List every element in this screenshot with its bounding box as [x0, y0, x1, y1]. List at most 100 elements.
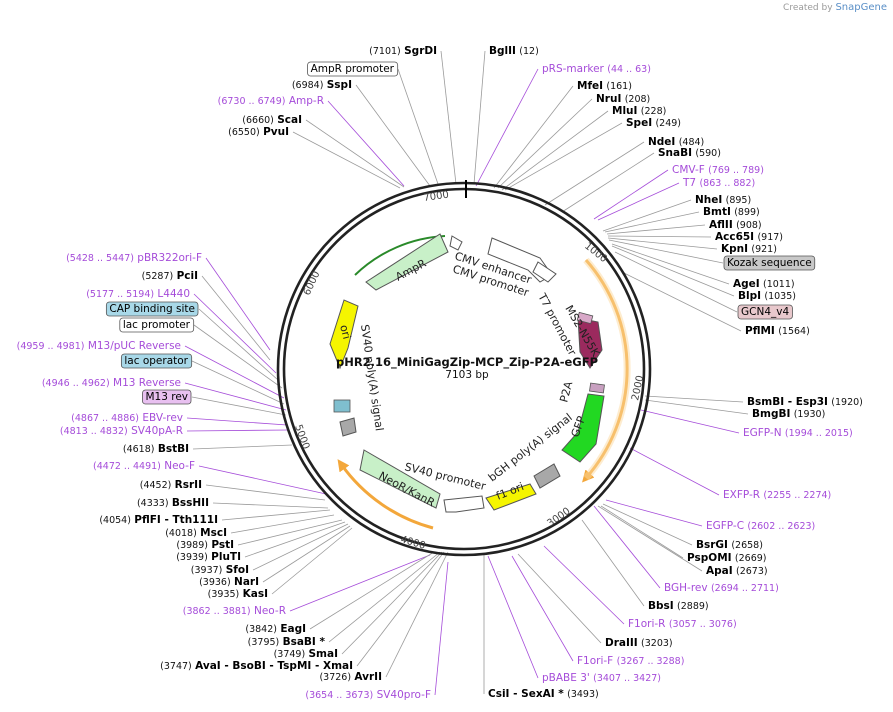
label-eagi[interactable]: (3842) EagI: [245, 623, 306, 635]
label-bglii[interactable]: BglII (12): [489, 45, 539, 57]
label-pvui[interactable]: (6550) PvuI: [228, 126, 289, 138]
label-bgh-rev[interactable]: BGH-rev (2694 .. 2711): [664, 582, 779, 594]
label-neo-f[interactable]: (4472 .. 4491) Neo-F: [93, 460, 195, 472]
feature-ampr-promoter[interactable]: [449, 235, 463, 251]
feature-gfp[interactable]: [561, 393, 605, 463]
feature-ms2-tag[interactable]: [576, 311, 594, 325]
label-f1ori-r[interactable]: F1ori-R (3057 .. 3076): [628, 618, 737, 630]
label-bsabi[interactable]: (3795) BsaBI *: [248, 636, 326, 648]
label-exfp-r[interactable]: EXFP-R (2255 .. 2274): [723, 489, 831, 501]
label-t7[interactable]: T7 (863 .. 882): [682, 177, 755, 189]
feature-lac-cluster[interactable]: [333, 399, 351, 413]
label-bsrgi[interactable]: BsrGI (2658): [696, 539, 763, 551]
label-prs-marker[interactable]: pRS-marker (44 .. 63): [542, 63, 651, 75]
feature-p2a[interactable]: [589, 382, 605, 394]
label-spei[interactable]: SpeI (249): [626, 117, 681, 129]
label-lac-promoter[interactable]: lac promoter: [123, 319, 191, 331]
feature-bgh-polya[interactable]: [533, 463, 561, 489]
label-pbabe-3[interactable]: pBABE 3' (3407 .. 3427): [542, 672, 661, 684]
label-box-cap-binding-site: [105, 301, 199, 317]
label-ampr-promoter[interactable]: AmpR promoter: [311, 63, 395, 75]
label-pbr322ori-f[interactable]: (5428 .. 5447) pBR322ori-F: [66, 252, 202, 264]
label-kasi[interactable]: (3935) KasI: [208, 588, 268, 600]
label-cmv-f[interactable]: CMV-F (769 .. 789): [672, 164, 764, 176]
label-pcii[interactable]: (5287) PciI: [142, 270, 198, 282]
label-apai[interactable]: ApaI (2673): [706, 565, 768, 577]
label-mlui[interactable]: MluI (228): [612, 105, 666, 117]
label-aflii[interactable]: AflII (908): [709, 219, 762, 231]
feature-f1ori[interactable]: [485, 483, 537, 511]
feature-ampr[interactable]: [365, 233, 449, 291]
label-avai-bsobi-tspmi-xmai[interactable]: (3747) AvaI - BsoBI - TspMI - XmaI: [160, 660, 353, 672]
tick-2000: 2000: [630, 374, 646, 401]
label-sspi[interactable]: (6984) SspI: [292, 79, 352, 91]
label-pflfi-tth111i[interactable]: (4054) PflFI - Tth111I: [99, 514, 218, 526]
leader-amp-r: [327, 100, 405, 187]
label-cap-binding-site[interactable]: CAP binding site: [109, 303, 195, 315]
label-kpni[interactable]: KpnI (921): [721, 243, 777, 255]
feature-cmv-promoter[interactable]: [532, 261, 557, 283]
label-position: (1994 .. 2015): [785, 428, 853, 439]
label-msci[interactable]: (4018) MscI: [165, 527, 227, 539]
label-name: PflMI: [745, 325, 775, 337]
label-draiii[interactable]: DraIII (3203): [605, 637, 673, 649]
label-pflmi[interactable]: PflMI (1564): [745, 325, 810, 337]
label-rsrii[interactable]: (4452) RsrII: [140, 479, 202, 491]
label-neo-r[interactable]: (3862 .. 3881) Neo-R: [183, 605, 286, 617]
label-sv40pro-f[interactable]: (3654 .. 3673) SV40pro-F: [305, 689, 431, 701]
label-kozak-sequence[interactable]: Kozak sequence: [727, 257, 812, 269]
leader-pluti: [244, 521, 346, 558]
label-pspomi[interactable]: PspOMI (2669): [687, 552, 767, 564]
label-nrui[interactable]: NruI (208): [596, 93, 650, 105]
label-bsshii[interactable]: (4333) BssHII: [137, 497, 209, 509]
label-blpi[interactable]: BlpI (1035): [738, 290, 796, 302]
label-position: (895): [726, 195, 752, 206]
leader-bsmbi-esp3i: [644, 395, 744, 403]
label-bbsi[interactable]: BbsI (2889): [648, 600, 709, 612]
label-bsmbi-esp3i[interactable]: BsmBI - Esp3I (1920): [747, 396, 863, 408]
label-nhei[interactable]: NheI (895): [695, 194, 751, 206]
label-sfoi[interactable]: (3937) SfoI: [191, 564, 249, 576]
feature-sv40-polya[interactable]: [339, 417, 357, 437]
feature-neor[interactable]: [359, 449, 441, 509]
label-csii-sexai[interactable]: CsiI - SexAI * (3493): [488, 688, 599, 700]
label-bmti[interactable]: BmtI (899): [703, 206, 760, 218]
label-mfei[interactable]: MfeI (161): [577, 80, 632, 92]
label-sv40pa-r[interactable]: (4813 .. 4832) SV40pA-R: [60, 425, 183, 437]
label-lac-operator[interactable]: lac operator: [124, 355, 188, 367]
label-bmgbi[interactable]: BmgBI (1930): [752, 408, 825, 420]
feature-ms2[interactable]: [577, 317, 603, 369]
label-position: (3267 .. 3288): [617, 656, 685, 667]
leader-gcn4-v4: [614, 251, 738, 313]
label-agei[interactable]: AgeI (1011): [733, 278, 795, 290]
leader-bsrgi: [602, 503, 693, 546]
feature-sv40-promoter[interactable]: [443, 495, 485, 513]
label-amp-r[interactable]: (6730 .. 6749) Amp-R: [218, 95, 324, 107]
label-nari[interactable]: (3936) NarI: [199, 576, 259, 588]
label-egfp-c[interactable]: EGFP-C (2602 .. 2623): [706, 520, 815, 532]
label-f1ori-f[interactable]: F1ori-F (3267 .. 3288): [577, 655, 684, 667]
label-name: GCN4_v4: [741, 306, 789, 318]
feature-ori[interactable]: [329, 299, 359, 370]
label-position: (6550): [228, 127, 260, 138]
label-sgrdi[interactable]: (7101) SgrDI: [369, 45, 437, 57]
label-position: (2255 .. 2274): [763, 490, 831, 501]
leader-nhei: [602, 199, 692, 232]
label-bstbi[interactable]: (4618) BstBI: [123, 443, 189, 455]
label-l4440[interactable]: (5177 .. 5194) L4440: [86, 288, 190, 300]
label-smai[interactable]: (3749) SmaI: [274, 648, 338, 660]
label-avrii[interactable]: (3726) AvrII: [319, 671, 382, 683]
label-scai[interactable]: (6660) ScaI: [242, 114, 302, 126]
label-m13-rev[interactable]: M13 rev: [145, 391, 188, 403]
label-snabi[interactable]: SnaBI (590): [658, 147, 721, 159]
label-acc65i[interactable]: Acc65I (917): [715, 231, 783, 243]
label-gcn4-v4[interactable]: GCN4_v4: [741, 306, 789, 318]
label-psti[interactable]: (3989) PstI: [176, 539, 234, 551]
label-ndei[interactable]: NdeI (484): [648, 136, 704, 148]
label-m13-reverse[interactable]: (4946 .. 4962) M13 Reverse: [42, 377, 181, 389]
label-ebv-rev[interactable]: (4867 .. 4886) EBV-rev: [71, 412, 183, 424]
label-position: (4018): [165, 528, 197, 539]
label-m13-puc-reverse[interactable]: (4959 .. 4981) M13/pUC Reverse: [17, 340, 181, 352]
label-egfp-n[interactable]: EGFP-N (1994 .. 2015): [743, 427, 853, 439]
label-pluti[interactable]: (3939) PluTI: [176, 551, 241, 563]
